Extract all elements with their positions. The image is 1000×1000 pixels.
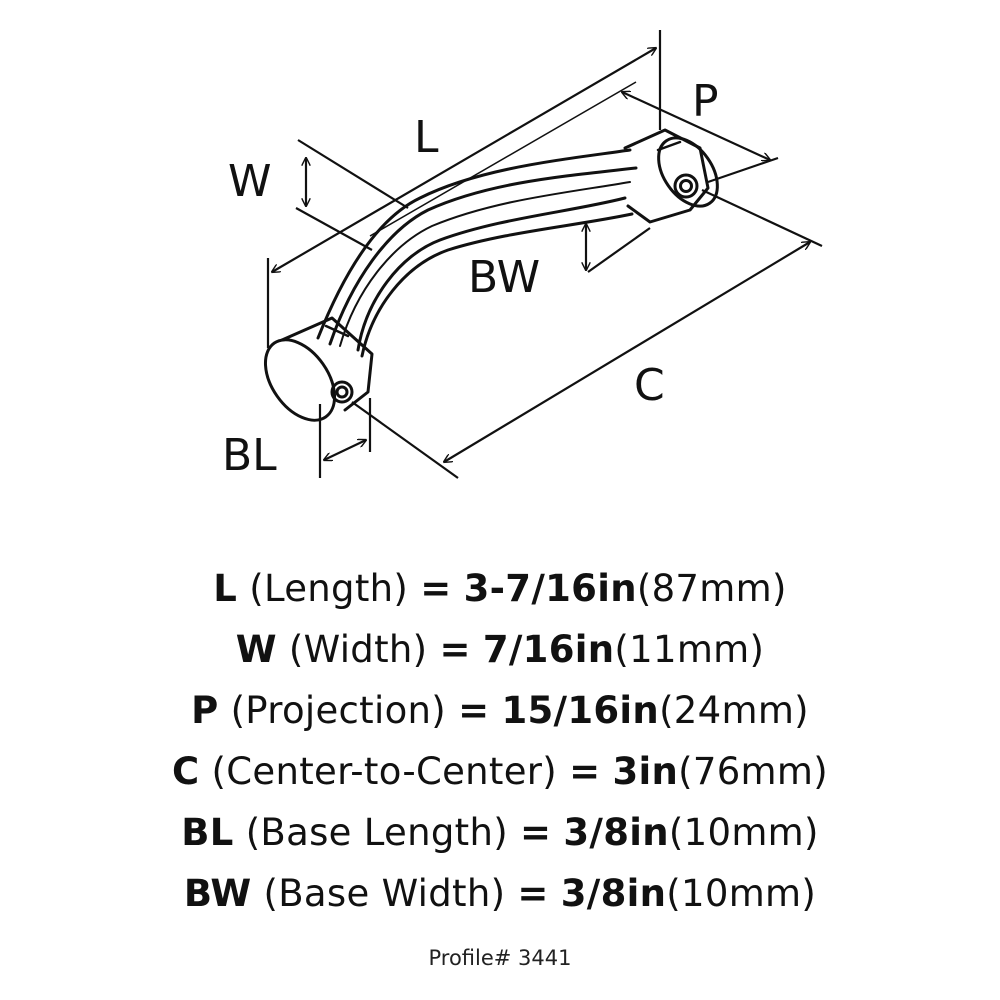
spec-label: (Center-to-Center) xyxy=(211,750,558,793)
spec-metric: (76mm) xyxy=(678,750,828,793)
spec-imperial: 7/16in xyxy=(482,628,615,671)
spec-code: W xyxy=(235,628,277,671)
base-length-dimension xyxy=(318,398,372,478)
spec-imperial: 3-7/16in xyxy=(463,567,637,610)
spec-metric: (24mm) xyxy=(659,689,809,732)
spec-equals: = xyxy=(520,811,552,854)
spec-imperial: 3/8in xyxy=(563,811,669,854)
spec-code: P xyxy=(191,689,219,732)
spec-width: W (Width) = 7/16in(11mm) xyxy=(0,619,1000,680)
spec-metric: (11mm) xyxy=(614,628,765,671)
spec-equals: = xyxy=(439,628,471,671)
spec-base-width: BW (Base Width) = 3/8in(10mm) xyxy=(0,863,1000,924)
spec-imperial: 3/8in xyxy=(560,872,667,915)
dimension-diagram: L W P BW C BL xyxy=(222,30,823,481)
spec-equals: = xyxy=(420,567,452,610)
spec-code: BW xyxy=(183,872,252,915)
width-dimension xyxy=(295,139,409,251)
spec-length: L (Length) = 3-7/16in(87mm) xyxy=(0,558,1000,619)
spec-equals: = xyxy=(517,872,549,915)
spec-label: (Base Width) xyxy=(263,872,506,915)
spec-base-length: BL (Base Length) = 3/8in(10mm) xyxy=(0,802,1000,863)
dimension-spec-list: L (Length) = 3-7/16in(87mm) W (Width) = … xyxy=(0,558,1000,924)
spec-center-to-center: C (Center-to-Center) = 3in(76mm) xyxy=(0,741,1000,802)
spec-imperial: 15/16in xyxy=(501,689,660,732)
base-width-dimension xyxy=(586,224,651,273)
base-length-label: BL xyxy=(222,430,277,481)
length-dimension xyxy=(266,30,662,348)
spec-equals: = xyxy=(458,689,490,732)
spec-label: (Width) xyxy=(288,628,428,671)
spec-code: C xyxy=(172,750,200,793)
spec-metric: (10mm) xyxy=(668,811,819,854)
profile-number: Profile# 3441 xyxy=(428,946,572,970)
projection-dimension xyxy=(622,92,779,184)
spec-label: (Length) xyxy=(249,567,409,610)
spec-imperial: 3in xyxy=(612,750,679,793)
spec-metric: (10mm) xyxy=(666,872,817,915)
base-width-label: BW xyxy=(468,252,540,303)
spec-projection: P (Projection) = 15/16in(24mm) xyxy=(0,680,1000,741)
width-label: W xyxy=(228,156,272,207)
spec-label: (Projection) xyxy=(230,689,446,732)
projection-label: P xyxy=(692,76,719,127)
spec-code: BL xyxy=(181,811,234,854)
spec-code: L xyxy=(213,567,238,610)
length-label: L xyxy=(414,112,439,163)
spec-equals: = xyxy=(569,750,601,793)
center-to-center-label: C xyxy=(634,360,665,411)
spec-metric: (87mm) xyxy=(636,567,787,610)
spec-label: (Base Length) xyxy=(245,811,508,854)
